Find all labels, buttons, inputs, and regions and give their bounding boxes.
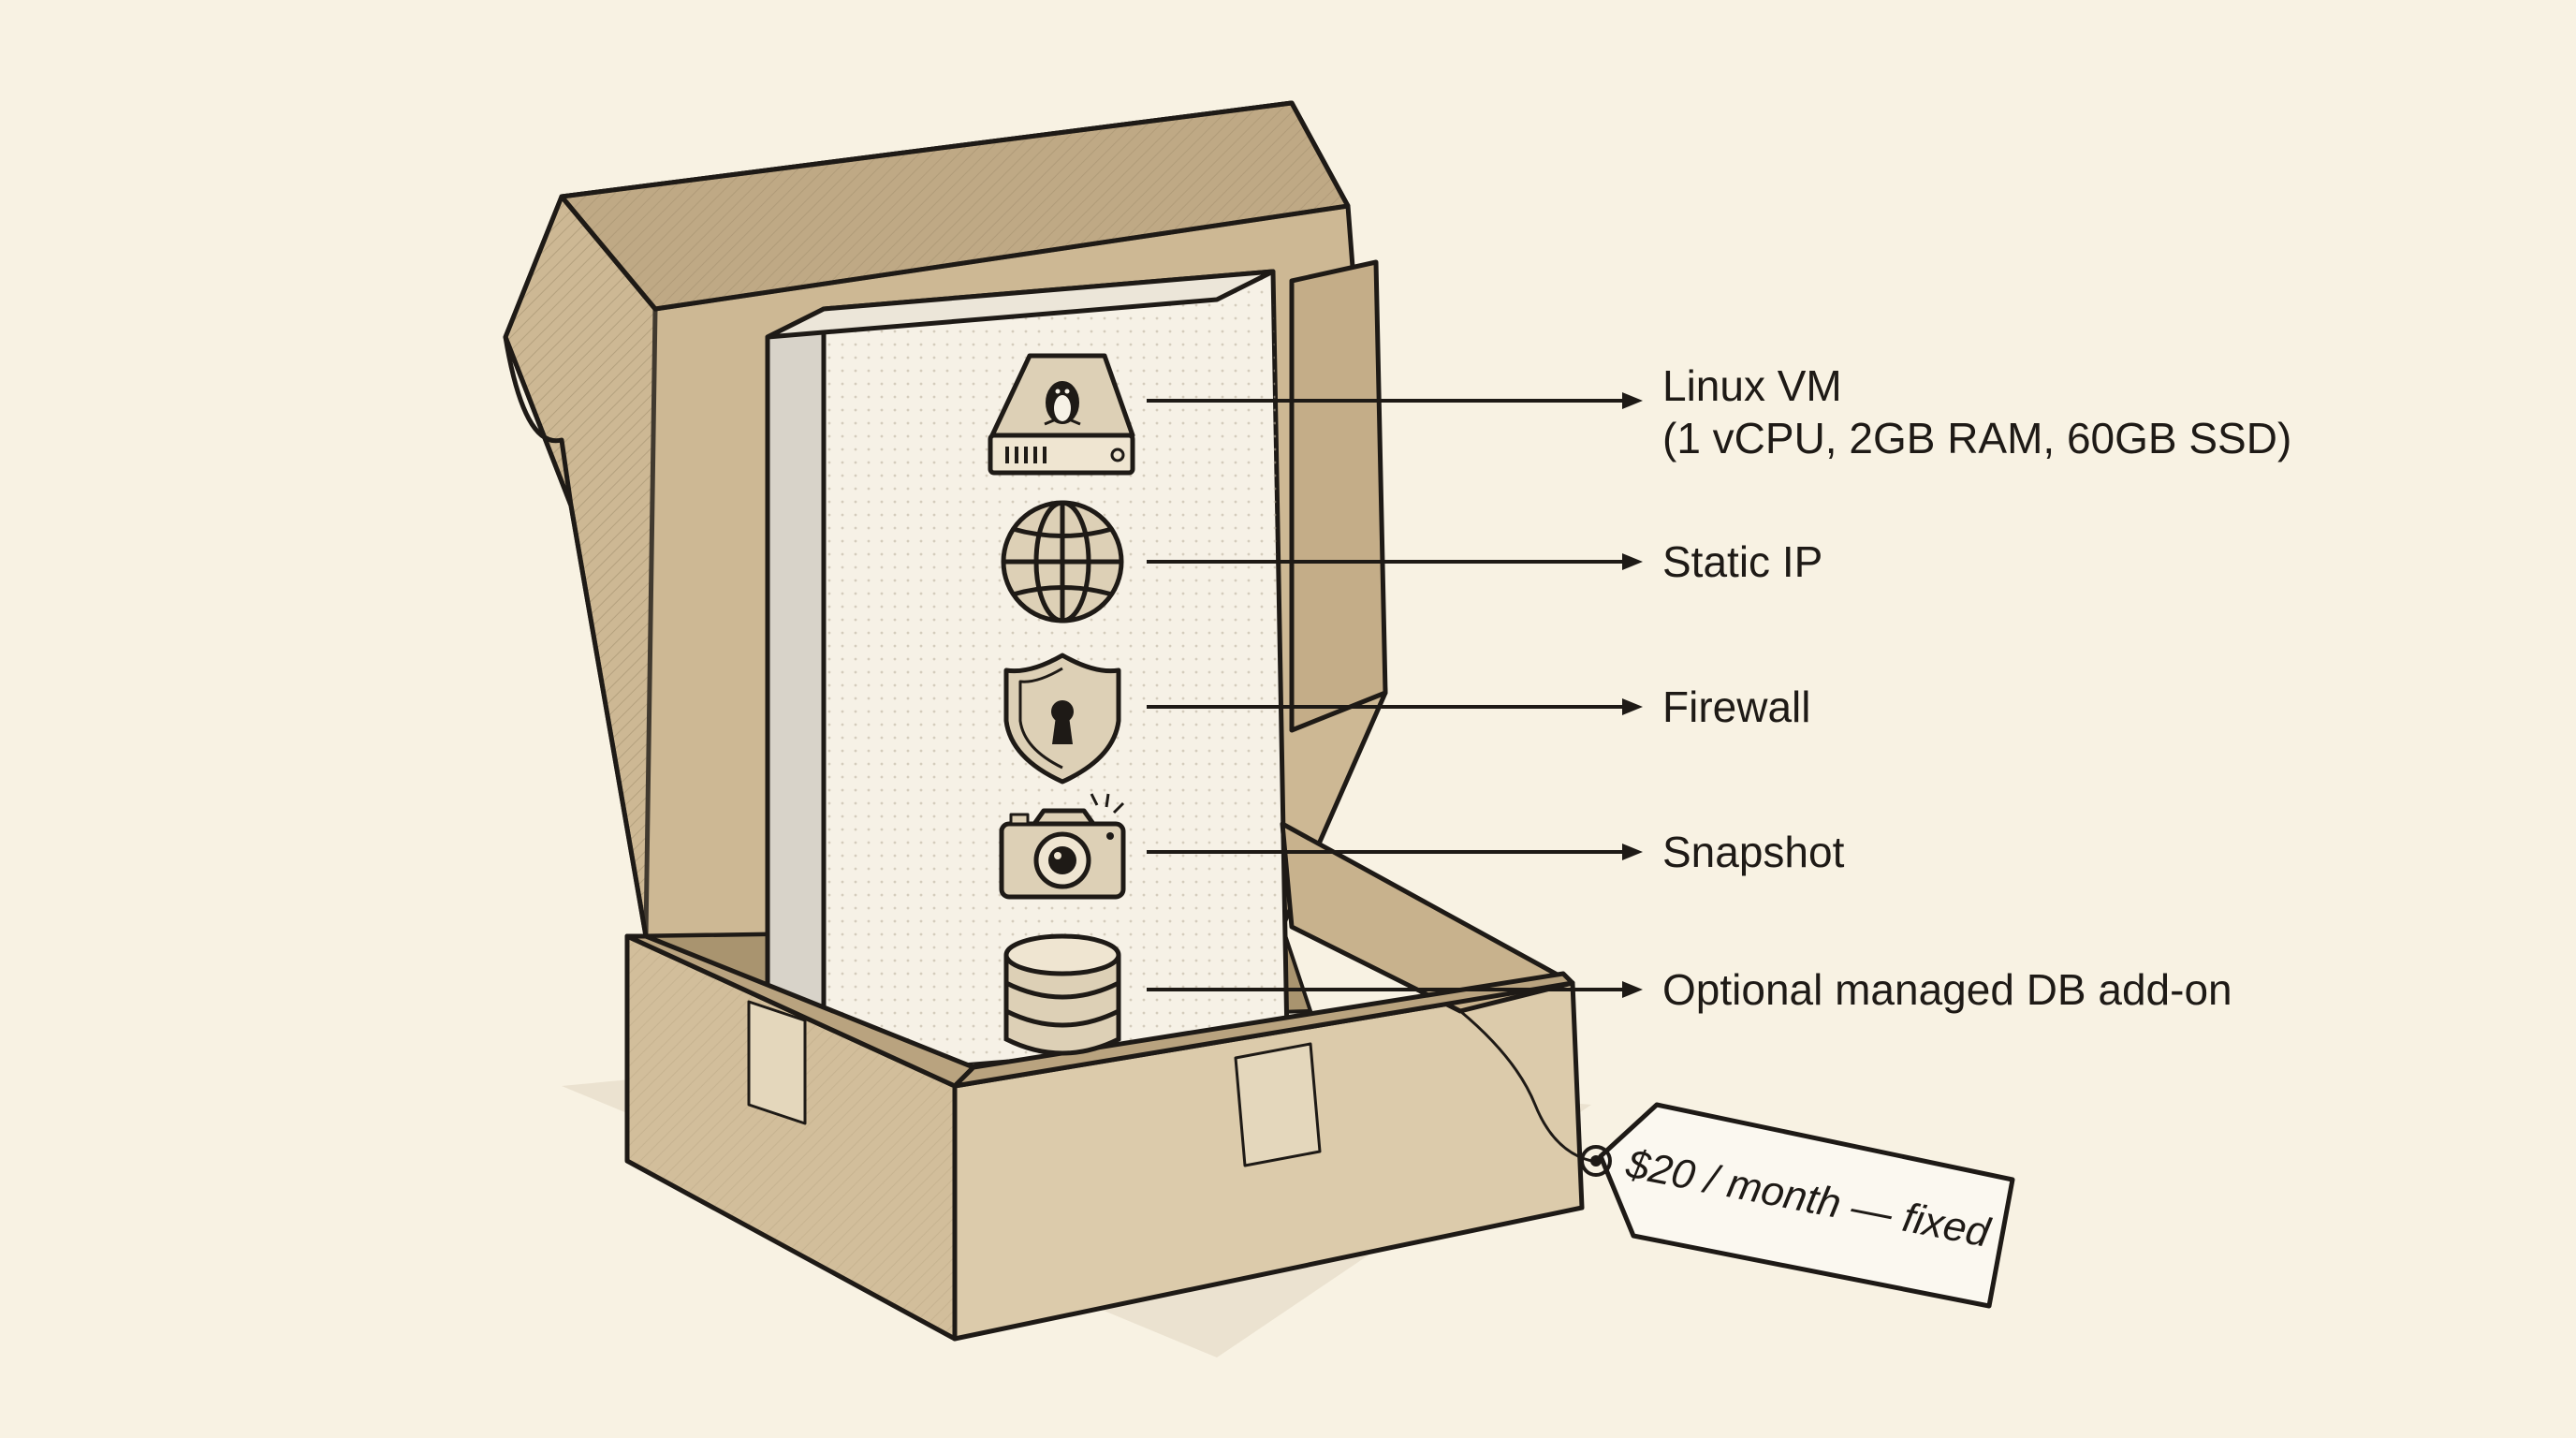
arrow-firewall (1147, 698, 1643, 715)
shield-keyhole-icon (1003, 653, 1121, 785)
label-static-ip: Static IP (1662, 537, 1823, 586)
camera-icon (999, 793, 1126, 900)
database-icon (1003, 933, 1121, 1056)
arrow-snapshot (1147, 844, 1643, 860)
label-snapshot: Snapshot (1662, 828, 1845, 876)
label-linux-vm-title: Linux VM (1662, 361, 1842, 410)
arrow-managed-db (1147, 981, 1643, 998)
price-tag-icon (1580, 1102, 2015, 1309)
label-firewall: Firewall (1662, 682, 1811, 731)
box-body (624, 821, 1585, 1342)
price-tag-string (1459, 1009, 1592, 1163)
arrow-linux-vm (1147, 392, 1643, 409)
label-linux-vm-detail: (1 vCPU, 2GB RAM, 60GB SSD) (1662, 414, 2292, 462)
label-managed-db: Optional managed DB add-on (1662, 965, 2232, 1014)
arrow-static-ip (1147, 553, 1643, 570)
callout-arrows (1147, 392, 1643, 998)
linux-vm-server-icon (988, 353, 1135, 476)
globe-icon (1001, 500, 1124, 624)
label-linux-vm: Linux VM (1 vCPU, 2GB RAM, 60GB SSD) (1662, 360, 2291, 464)
